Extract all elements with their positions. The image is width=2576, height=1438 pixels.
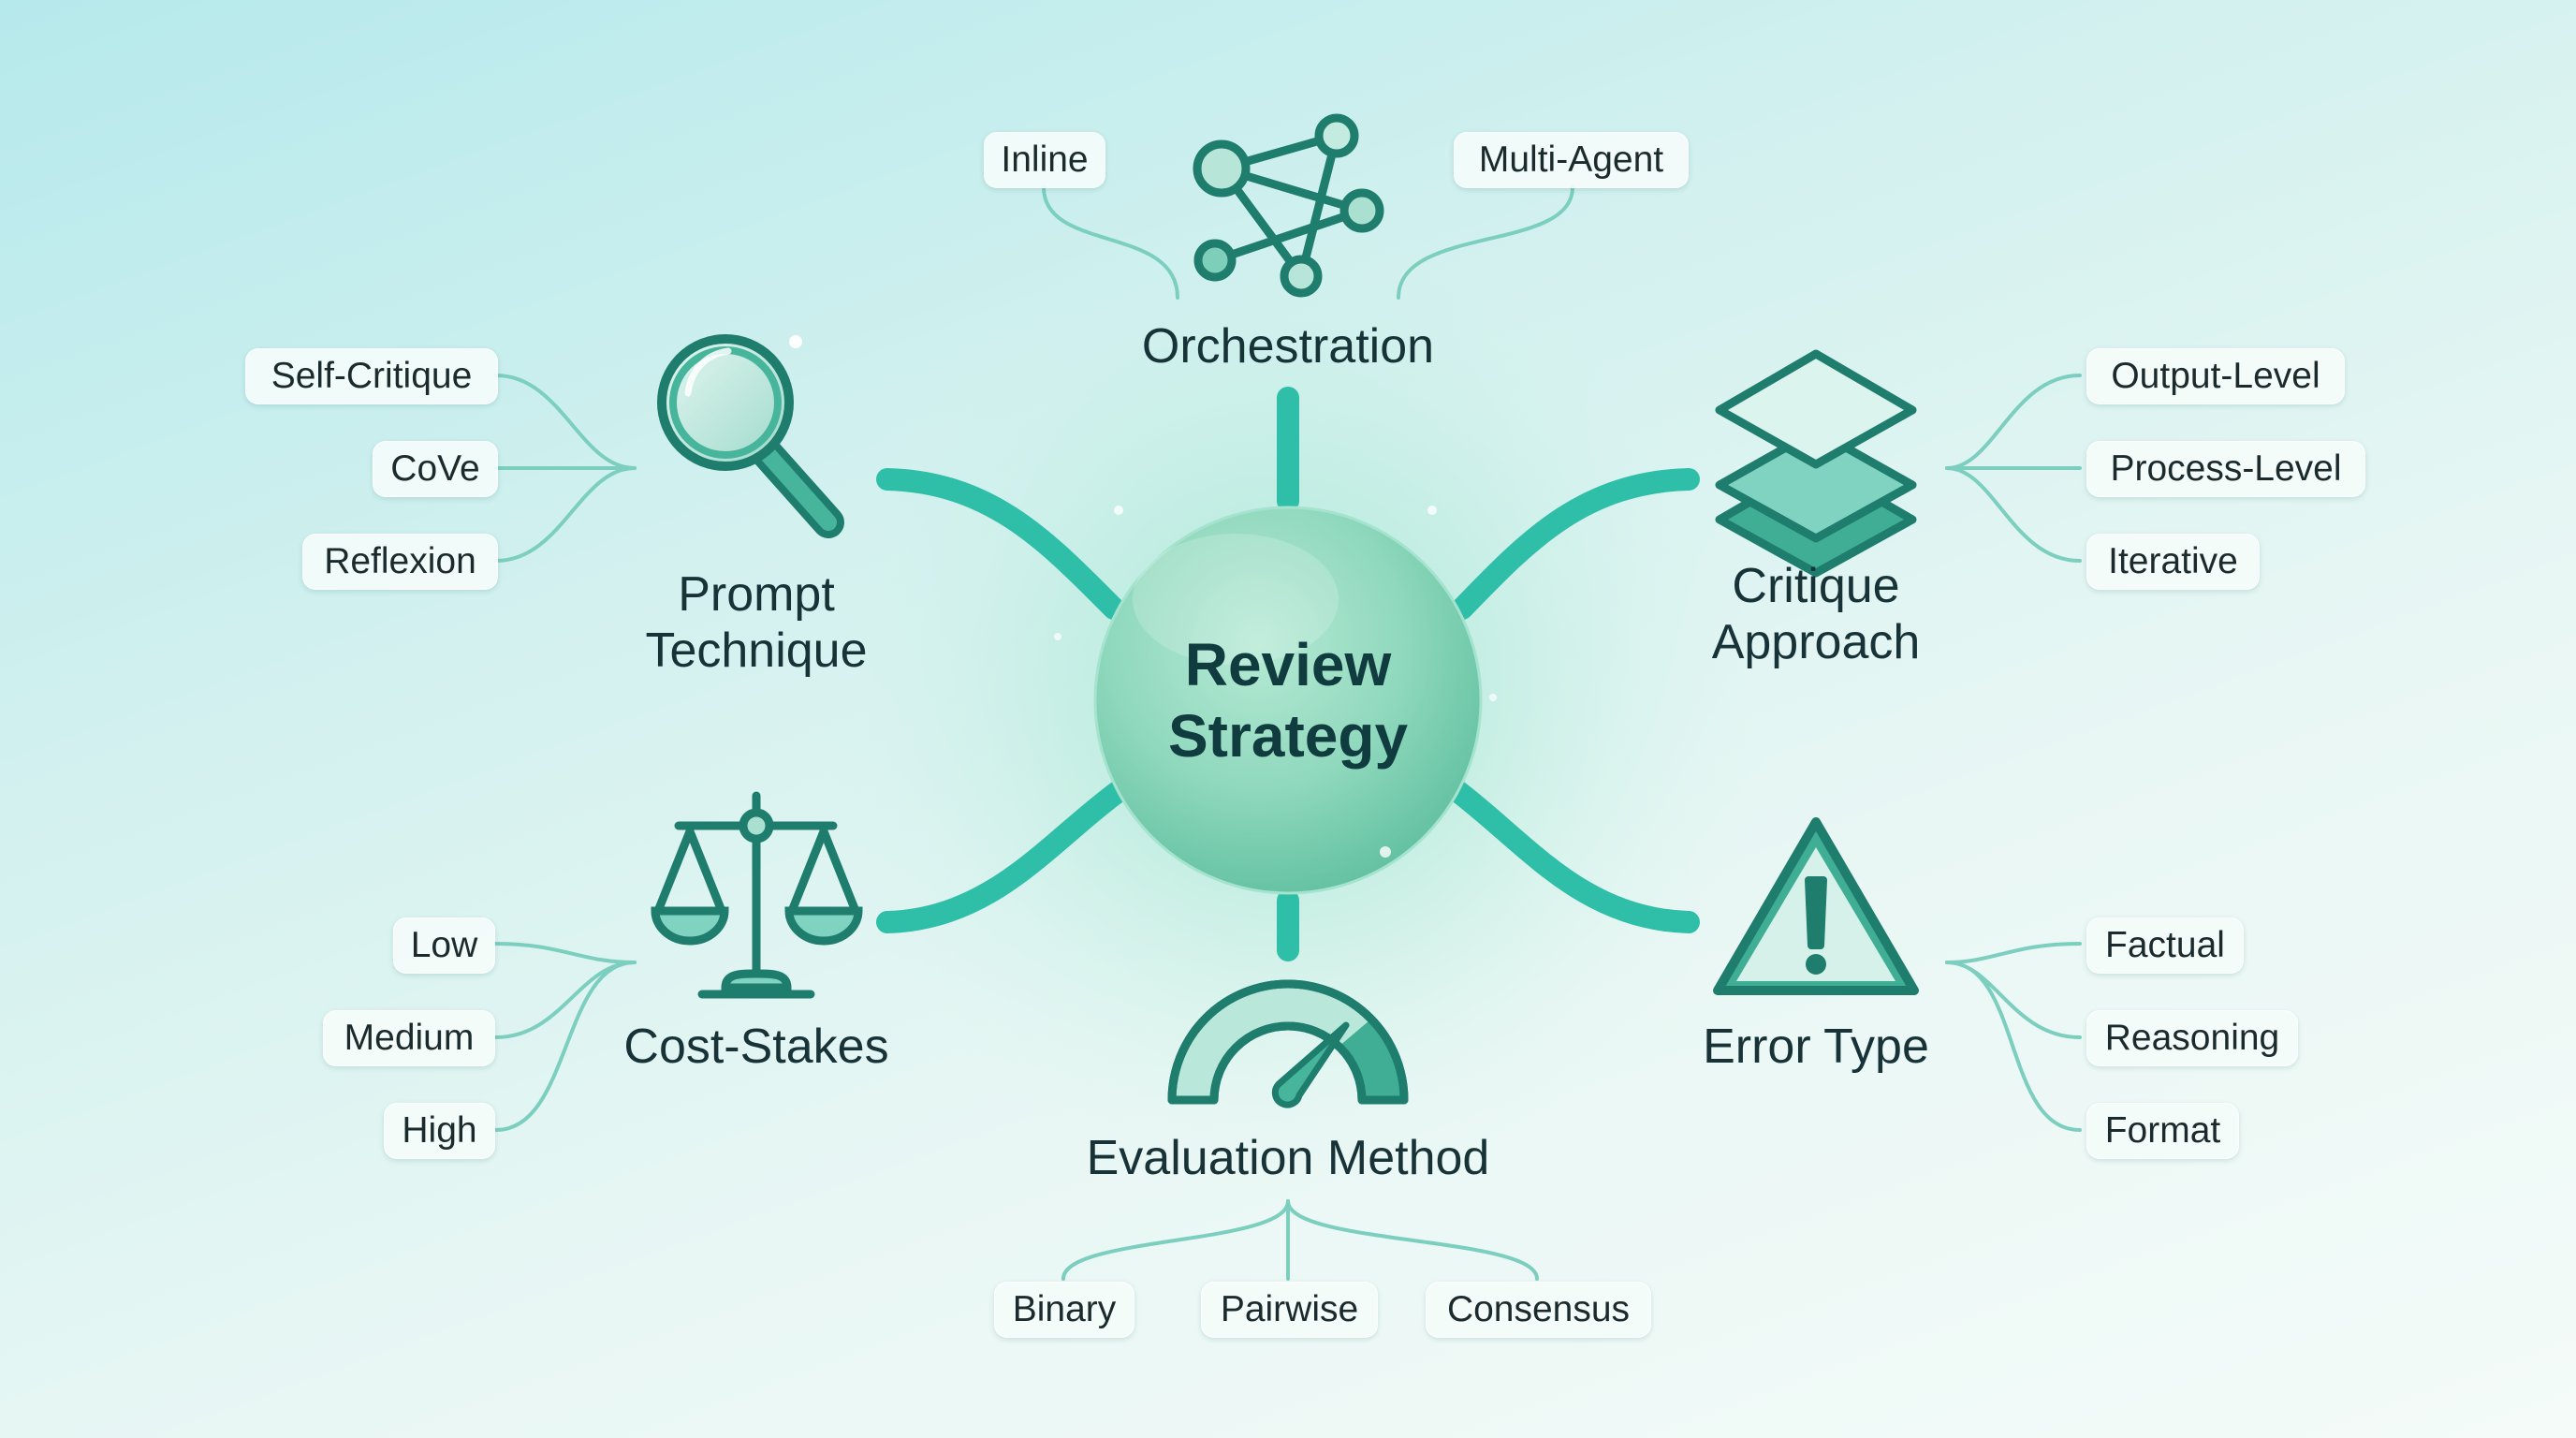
- warning-triangle-icon: [1713, 817, 1919, 995]
- category-title-critique-approach: Critique Approach: [1629, 558, 2003, 670]
- prompt-technique-line1: Prompt: [678, 567, 835, 622]
- main-connectors: [876, 387, 1700, 961]
- category-title-cost-stakes: Cost-Stakes: [623, 1020, 889, 1074]
- option-pill-cove[interactable]: CoVe: [373, 441, 498, 497]
- option-pill-output-level[interactable]: Output-Level: [2086, 348, 2345, 404]
- gauge-icon: [1167, 979, 1409, 1108]
- center-title-line1: Review: [1184, 631, 1392, 698]
- option-pill-self-critique[interactable]: Self-Critique: [245, 348, 498, 404]
- option-pill-binary[interactable]: Binary: [994, 1282, 1134, 1338]
- connector-prompt-technique: [876, 468, 1125, 620]
- option-pill-reflexion[interactable]: Reflexion: [302, 534, 498, 590]
- balance-scale-icon: [651, 791, 863, 999]
- center-title-line2: Strategy: [1167, 702, 1409, 770]
- option-pill-consensus[interactable]: Consensus: [1426, 1282, 1651, 1338]
- connector-error-type: [1446, 780, 1700, 933]
- layers-icon: [1715, 349, 1917, 578]
- option-pill-high[interactable]: High: [384, 1103, 495, 1159]
- category-title-error-type: Error Type: [1703, 1020, 1929, 1074]
- option-pill-reasoning[interactable]: Reasoning: [2086, 1010, 2298, 1066]
- category-title-orchestration: Orchestration: [1141, 319, 1435, 374]
- network-graph-icon: [1193, 113, 1384, 298]
- option-pill-process-level[interactable]: Process-Level: [2086, 441, 2365, 497]
- option-pill-format[interactable]: Format: [2086, 1103, 2239, 1159]
- option-pill-medium[interactable]: Medium: [323, 1010, 495, 1066]
- option-pill-pairwise[interactable]: Pairwise: [1201, 1282, 1378, 1338]
- prompt-technique-line2: Technique: [645, 624, 868, 678]
- option-pill-low[interactable]: Low: [393, 917, 495, 974]
- center-sphere[interactable]: [1093, 506, 1483, 895]
- option-pill-iterative[interactable]: Iterative: [2086, 534, 2260, 590]
- sparkles: [789, 335, 1497, 858]
- connector-cost-stakes: [876, 780, 1130, 933]
- magnifying-glass-icon: [657, 334, 844, 538]
- option-pill-multi-agent[interactable]: Multi-Agent: [1454, 132, 1689, 188]
- option-pill-factual[interactable]: Factual: [2086, 917, 2244, 974]
- option-pill-inline[interactable]: Inline: [984, 132, 1105, 188]
- connector-critique-approach: [1451, 468, 1700, 620]
- sphere-highlight: [1133, 534, 1339, 665]
- critique-approach-line1: Critique: [1732, 559, 1900, 613]
- category-title-evaluation-method: Evaluation Method: [1086, 1131, 1490, 1185]
- category-title-prompt-technique: Prompt Technique: [569, 566, 944, 679]
- branch-connectors: [494, 185, 2082, 1281]
- center-title: Review Strategy: [1101, 629, 1475, 771]
- critique-approach-line2: Approach: [1711, 615, 1921, 669]
